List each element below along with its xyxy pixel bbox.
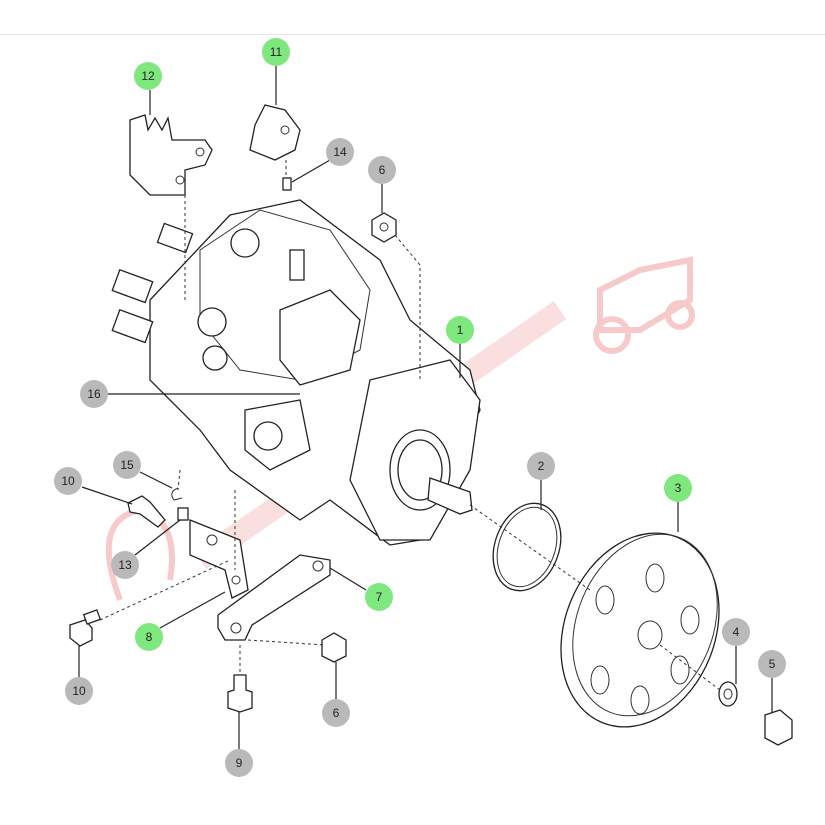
callout-2[interactable]: 2 xyxy=(527,452,555,480)
nut-6-lower xyxy=(321,632,347,663)
nut-5 xyxy=(764,709,793,746)
o-ring-2 xyxy=(492,502,562,592)
fitting-13 xyxy=(177,507,189,521)
callout-6-lower[interactable]: 6 xyxy=(322,699,350,727)
callout-6-top[interactable]: 6 xyxy=(368,156,396,184)
callout-13[interactable]: 13 xyxy=(111,551,139,579)
drive-gear-3 xyxy=(560,532,720,728)
clip-15 xyxy=(171,487,183,501)
callout-14[interactable]: 14 xyxy=(326,138,354,166)
callout-3[interactable]: 3 xyxy=(664,474,692,502)
callout-5[interactable]: 5 xyxy=(758,650,786,678)
injection-pump-body xyxy=(111,177,481,546)
assembly-dashed-lines xyxy=(99,160,721,691)
bracket-12 xyxy=(129,114,213,196)
callout-7[interactable]: 7 xyxy=(365,583,393,611)
banjo-bolt-9 xyxy=(227,674,253,713)
callout-10-upper[interactable]: 10 xyxy=(54,467,82,495)
bracket-8 xyxy=(189,519,249,599)
callout-9[interactable]: 9 xyxy=(225,749,253,777)
callout-11[interactable]: 11 xyxy=(262,38,290,66)
callout-4[interactable]: 4 xyxy=(722,618,750,646)
callout-1[interactable]: 1 xyxy=(446,316,474,344)
callout-16[interactable]: 16 xyxy=(80,380,108,408)
divider xyxy=(0,34,825,35)
leader-lines xyxy=(78,66,773,749)
callout-12[interactable]: 12 xyxy=(134,62,162,90)
nut-6-top xyxy=(371,212,397,243)
callout-10-lower[interactable]: 10 xyxy=(65,677,93,705)
bracket-11 xyxy=(249,104,301,161)
callout-15[interactable]: 15 xyxy=(113,451,141,479)
bolt-10-upper xyxy=(127,495,166,528)
washer-4 xyxy=(718,681,738,707)
bracket-7 xyxy=(217,554,331,641)
callout-8[interactable]: 8 xyxy=(135,623,163,651)
